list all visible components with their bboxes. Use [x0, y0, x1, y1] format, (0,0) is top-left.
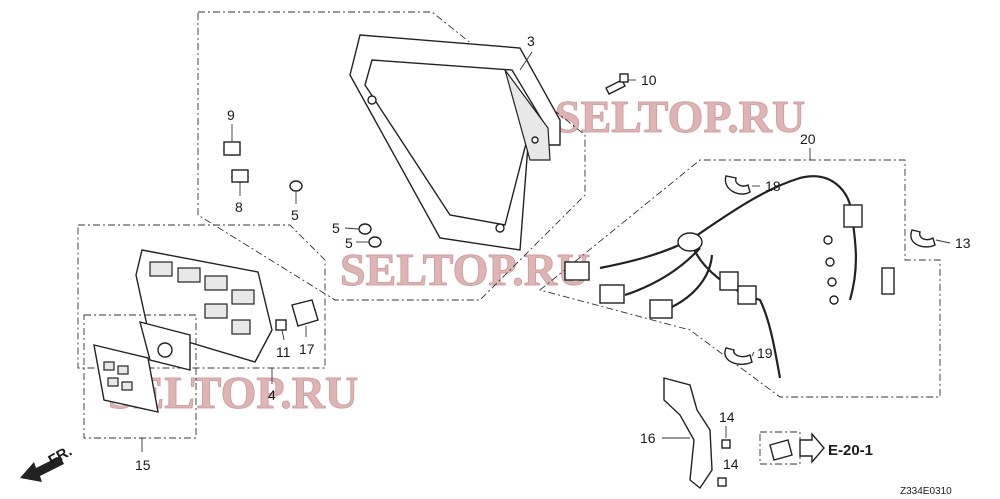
callout-10: 10 — [641, 72, 657, 88]
callout-5c: 5 — [345, 235, 353, 251]
harness-20 — [564, 175, 895, 379]
callout-17: 17 — [299, 341, 315, 357]
callout-18: 18 — [765, 178, 781, 194]
callout-5b: 5 — [332, 220, 340, 236]
part-case-3 — [349, 34, 561, 251]
callout-14a: 14 — [719, 409, 735, 425]
callout-14b: 14 — [723, 456, 739, 472]
group-outline-20 — [539, 159, 941, 398]
screw-10 — [605, 73, 629, 95]
collar-5b — [358, 223, 372, 235]
callout-15: 15 — [135, 457, 151, 473]
clamp-13 — [910, 229, 936, 248]
callout-20: 20 — [800, 131, 816, 147]
leader-lines — [141, 51, 951, 452]
callout-9: 9 — [227, 107, 235, 123]
part-17 — [291, 299, 319, 327]
callout-8: 8 — [235, 199, 243, 215]
callout-19: 19 — [757, 345, 773, 361]
callout-4: 4 — [268, 387, 276, 403]
callout-11: 11 — [276, 344, 291, 360]
callout-5a: 5 — [291, 207, 299, 223]
reference-label[interactable]: E-20-1 — [828, 442, 873, 459]
group-outline-15 — [83, 314, 197, 439]
part-11 — [275, 319, 287, 331]
connector-icon — [769, 439, 793, 461]
group-outline-3 — [197, 11, 586, 301]
callout-16: 16 — [640, 430, 656, 446]
clamp-19 — [724, 347, 753, 366]
front-arrow-icon — [20, 456, 64, 482]
watermark-middle: SELTOP.RU — [340, 244, 590, 295]
arrow-right-icon — [799, 432, 825, 464]
bolt-14a — [721, 439, 731, 449]
diagram-code: Z334E0310 — [900, 486, 952, 497]
collar-5c — [368, 236, 382, 248]
collar-9 — [223, 141, 241, 156]
bracket-16 — [663, 377, 713, 490]
collar-8 — [231, 169, 249, 183]
watermark-top: SELTOP.RU — [555, 91, 805, 142]
callout-13: 13 — [955, 235, 971, 251]
collar-5a — [289, 180, 303, 192]
callout-3: 3 — [527, 33, 535, 49]
bolt-14b — [717, 477, 727, 487]
clamp-18 — [724, 175, 751, 195]
part-control-unit-15 — [93, 321, 191, 413]
group-outline-4 — [77, 224, 326, 369]
